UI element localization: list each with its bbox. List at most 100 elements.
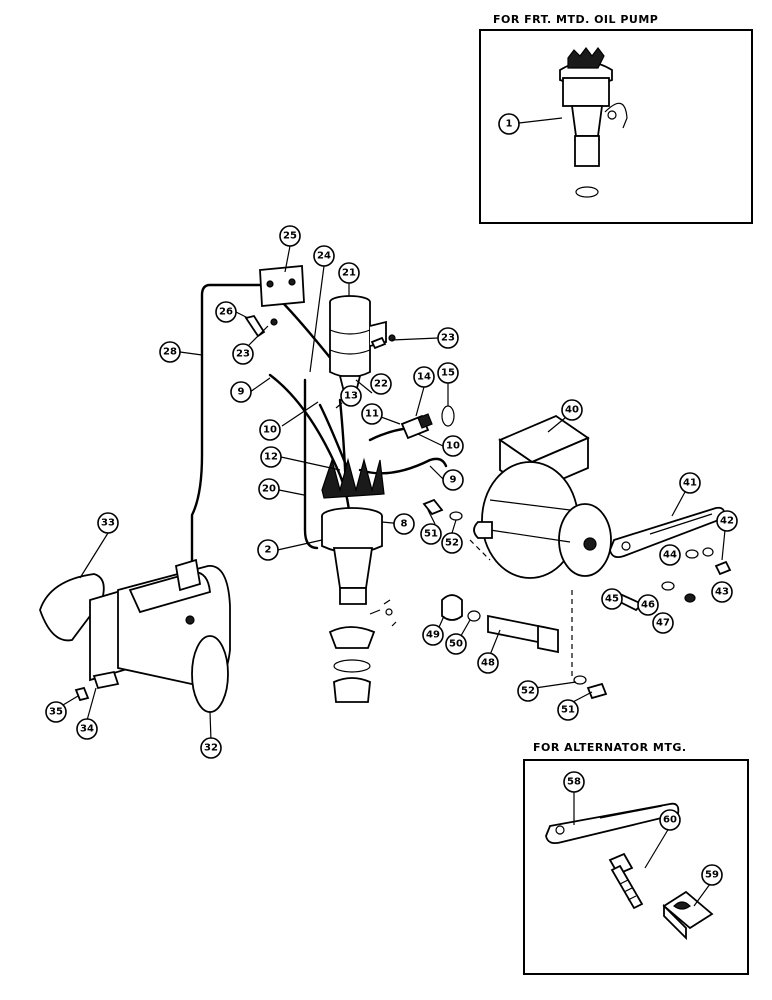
svg-text:15: 15 [441, 368, 455, 379]
svg-text:23: 23 [441, 333, 455, 344]
mounting-bracket [259, 265, 305, 307]
svg-text:48: 48 [481, 658, 495, 669]
callout-28: 28 [159, 341, 181, 363]
callout-32: 32 [200, 737, 222, 759]
callout-52: 52 [517, 680, 539, 702]
svg-text:50: 50 [449, 639, 463, 650]
adjusting-strap [609, 506, 726, 559]
callout-23: 23 [437, 327, 459, 349]
distributor [321, 457, 397, 703]
starter-motor [39, 558, 231, 713]
callout-8: 8 [393, 513, 415, 535]
callout-58: 58 [563, 771, 585, 793]
callout-20: 20 [258, 478, 280, 500]
bolt-inset [608, 852, 644, 910]
alternator [473, 414, 612, 579]
svg-text:45: 45 [605, 594, 619, 605]
callout-23: 23 [232, 343, 254, 365]
svg-text:52: 52 [521, 686, 535, 697]
callout-26: 26 [215, 301, 237, 323]
alternator-bracket-inset [545, 802, 680, 845]
svg-text:40: 40 [565, 405, 579, 416]
callout-34: 34 [76, 718, 98, 740]
svg-text:14: 14 [417, 372, 431, 383]
svg-text:42: 42 [720, 516, 734, 527]
svg-text:1: 1 [506, 119, 513, 130]
callout-60: 60 [659, 809, 681, 831]
svg-text:13: 13 [344, 391, 358, 402]
svg-text:28: 28 [163, 347, 177, 358]
oil-pump-inset-title: FOR FRT. MTD. OIL PUMP [493, 13, 658, 26]
callout-2: 2 [257, 539, 279, 561]
callout-33: 33 [97, 512, 119, 534]
svg-text:33: 33 [101, 518, 115, 529]
svg-text:58: 58 [567, 777, 581, 788]
svg-text:51: 51 [424, 529, 438, 540]
svg-text:46: 46 [641, 600, 655, 611]
callout-50: 50 [445, 633, 467, 655]
callout-45: 45 [601, 588, 623, 610]
coil-hardware [244, 314, 396, 350]
svg-text:60: 60 [663, 815, 677, 826]
callout-9: 9 [442, 469, 464, 491]
callout-43: 43 [711, 581, 733, 603]
svg-text:8: 8 [401, 519, 408, 530]
callout-9: 9 [230, 381, 252, 403]
callout-59: 59 [701, 864, 723, 886]
callout-24: 24 [313, 245, 335, 267]
callout-44: 44 [659, 544, 681, 566]
svg-text:32: 32 [204, 743, 218, 754]
callout-41: 41 [679, 472, 701, 494]
svg-text:10: 10 [446, 441, 460, 452]
callout-46: 46 [637, 594, 659, 616]
alternator-mtg-inset: FOR ALTERNATOR MTG. [523, 741, 749, 975]
callout-22: 22 [370, 373, 392, 395]
leader-lines [57, 245, 726, 742]
callout-48: 48 [477, 652, 499, 674]
callout-1: 1 [498, 113, 520, 135]
svg-text:11: 11 [365, 409, 379, 420]
callout-47: 47 [652, 612, 674, 634]
svg-text:9: 9 [238, 387, 245, 398]
distributor-assembly-inset [559, 47, 628, 198]
svg-text:10: 10 [263, 425, 277, 436]
pivot-hardware [422, 498, 608, 700]
svg-text:41: 41 [683, 478, 697, 489]
callout-14: 14 [413, 366, 435, 388]
svg-text:20: 20 [262, 484, 276, 495]
callout-42: 42 [716, 510, 738, 532]
svg-text:49: 49 [426, 630, 440, 641]
svg-text:9: 9 [450, 475, 457, 486]
temperature-sender [400, 405, 455, 440]
svg-text:51: 51 [561, 705, 575, 716]
callout-15: 15 [437, 362, 459, 384]
spacer-block-inset [662, 890, 714, 941]
callout-11: 11 [361, 403, 383, 425]
svg-text:12: 12 [264, 452, 278, 463]
alternator-inset-title: FOR ALTERNATOR MTG. [533, 741, 687, 754]
callout-21: 21 [338, 262, 360, 284]
svg-text:47: 47 [656, 618, 670, 629]
svg-text:34: 34 [80, 724, 94, 735]
svg-text:43: 43 [715, 587, 729, 598]
callout-40: 40 [561, 399, 583, 421]
callout-49: 49 [422, 624, 444, 646]
svg-text:24: 24 [317, 251, 331, 262]
callout-13: 13 [340, 385, 362, 407]
ignition-coil [329, 295, 387, 393]
callout-51: 51 [420, 523, 442, 545]
svg-text:44: 44 [663, 550, 677, 561]
svg-text:21: 21 [342, 268, 356, 279]
callout-10: 10 [259, 419, 281, 441]
callout-52: 52 [441, 532, 463, 554]
oil-pump-inset: FOR FRT. MTD. OIL PUMP [479, 13, 753, 224]
svg-text:59: 59 [705, 870, 719, 881]
svg-text:22: 22 [374, 379, 388, 390]
callout-35: 35 [45, 701, 67, 723]
callout-12: 12 [260, 446, 282, 468]
svg-text:35: 35 [49, 707, 63, 718]
svg-text:26: 26 [219, 307, 233, 318]
callout-51: 51 [557, 699, 579, 721]
svg-text:52: 52 [445, 538, 459, 549]
svg-text:23: 23 [236, 349, 250, 360]
